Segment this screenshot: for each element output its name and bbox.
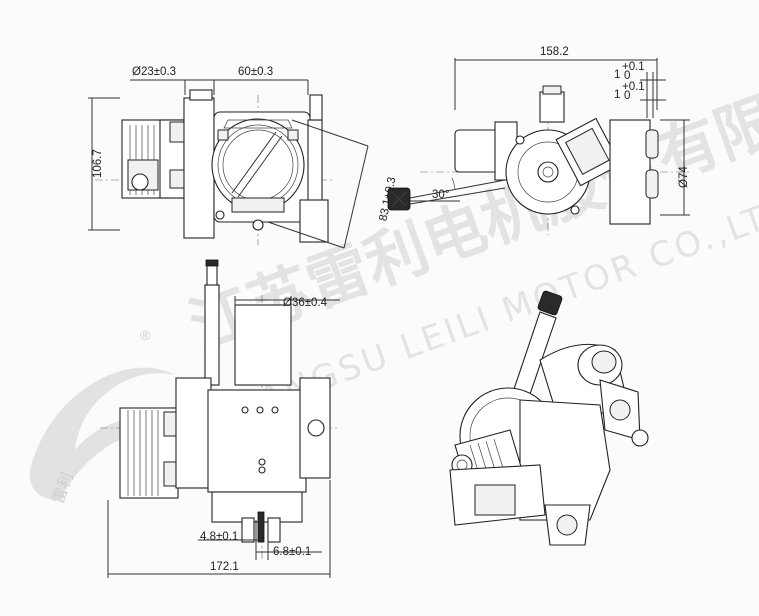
view-isometric-bottom-right bbox=[449, 290, 649, 546]
dim-angle: 30° bbox=[432, 189, 449, 201]
dim-tol-2-upper: +0.1 bbox=[622, 81, 645, 93]
dim-outlet-diameter: Ø74 bbox=[678, 166, 690, 188]
dim-tol-1: 1 bbox=[614, 69, 620, 81]
dim-tol-1-lower: 0 bbox=[624, 70, 630, 82]
dim-tol-2-lower: 0 bbox=[624, 90, 630, 102]
dims-top-right: 158.2 1 +0.1 0 1 +0.1 0 Ø74 30° bbox=[410, 46, 690, 216]
dim-inlet-diameter: Ø23±0.3 bbox=[132, 66, 176, 78]
dim-pipe-diameter: Ø36±0.4 bbox=[283, 297, 328, 309]
dim-length: 158.2 bbox=[540, 46, 569, 58]
dim-pin-width-a: 4.8±0.1 bbox=[200, 531, 238, 543]
watermark-logo-icon bbox=[29, 367, 175, 500]
dim-pin-width-b: 6.8±0.1 bbox=[273, 546, 311, 558]
dim-height: 106.7 bbox=[92, 149, 104, 178]
dim-center-spacing: 60±0.3 bbox=[238, 66, 273, 78]
dim-total-width: 172.1 bbox=[210, 561, 239, 573]
dims-bottom-left: Ø36±0.4 4.8±0.1 6.8±0.1 172.1 bbox=[107, 296, 340, 578]
view-side-top-right bbox=[387, 85, 690, 235]
view-front-top-left bbox=[95, 89, 335, 245]
watermark-registered-mark: ® bbox=[140, 327, 151, 343]
view-top-bottom-left bbox=[100, 259, 340, 560]
dim-tol-2: 1 bbox=[614, 89, 620, 101]
dim-tol-1-upper: +0.1 bbox=[622, 61, 645, 73]
